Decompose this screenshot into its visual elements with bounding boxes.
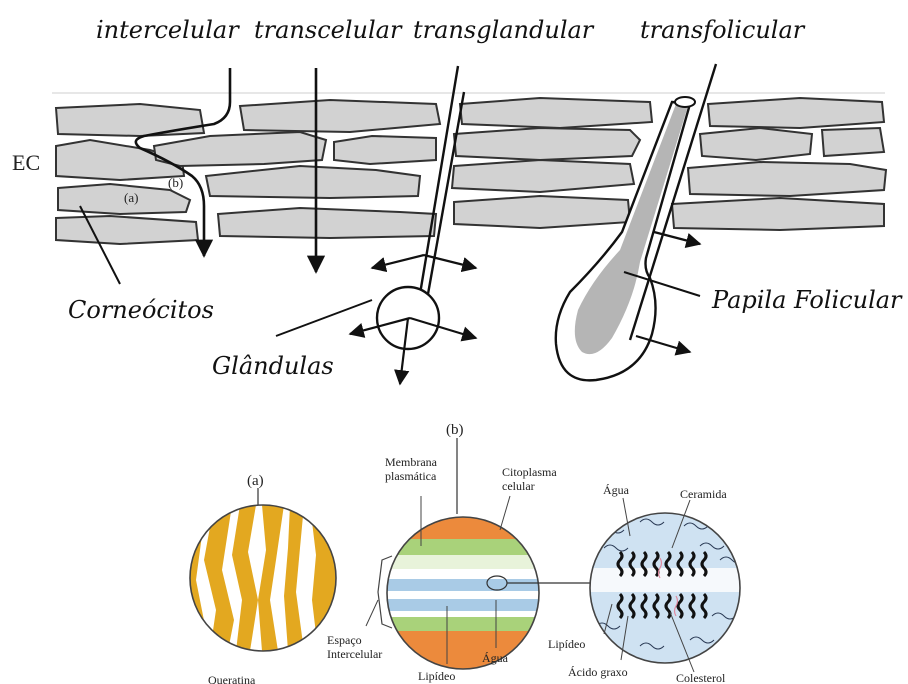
water-label-b: Água [482, 651, 509, 665]
inset-a-keratin: (a) Queratina [190, 473, 336, 684]
space-label-line1: Espaço [327, 633, 362, 647]
ceramide-label: Ceramida [680, 487, 727, 501]
marker-b-label: (b) [168, 175, 183, 190]
keratin-label: Queratina [208, 673, 256, 684]
water-label-c: Água [603, 483, 630, 497]
inset-a-title: (a) [247, 473, 264, 489]
arrow [372, 255, 424, 268]
corneocyte-cell [218, 208, 436, 238]
corneocyte-cell [154, 132, 326, 166]
corneocyte-cell [688, 162, 886, 196]
space-label-line2: Intercelular [327, 647, 382, 661]
stratum-corneum [52, 93, 886, 244]
route-intercellular-label: intercelular [96, 16, 240, 44]
corneocyte-cell [56, 216, 198, 244]
corneocyte-cell [240, 100, 440, 132]
corneocyte-cell [460, 98, 652, 128]
corneocyte-cell [454, 196, 630, 228]
follicle-opening [675, 97, 695, 107]
corneocyte-cell [700, 128, 812, 160]
space-leader [366, 600, 378, 626]
ec-label: EC [12, 150, 40, 175]
route-transcellular-label: transcelular [254, 16, 403, 44]
membrane-label-line1: Membrana [385, 455, 438, 469]
corneocyte-cell [56, 104, 204, 136]
gland-diffusion-arrows [350, 255, 476, 384]
route-transfollicular-label: transfolicular [640, 16, 806, 44]
corneocyte-cell [454, 128, 640, 160]
cytoplasm-label-line2: celular [502, 479, 535, 493]
fatty-acid-label: Ácido graxo [568, 665, 628, 679]
cholesterol-label: Colesterol [676, 671, 726, 684]
corneocyte-cell [822, 128, 884, 156]
inset-b-title: (b) [446, 422, 464, 438]
cytoplasm-label-line1: Citoplasma [502, 465, 557, 479]
marker-a-label: (a) [124, 190, 138, 205]
follicular-papilla-label: Papila Folicular [711, 286, 903, 314]
corneocyte-cell [452, 160, 634, 192]
corneocyte-cell [334, 136, 436, 164]
route-transglandular-label: transglandular [413, 16, 595, 44]
bilayer-content [590, 513, 744, 663]
lipid-label-b: Lipídeo [418, 669, 455, 683]
corneocyte-cells [56, 98, 886, 244]
lipid-label-c: Lipídeo [548, 637, 585, 651]
corneocytes-label: Corneócitos [68, 296, 214, 324]
corneocyte-cell [206, 166, 420, 198]
corneocyte-cell [708, 98, 884, 128]
cytoplasm-leader [500, 496, 510, 530]
membrane-label-line2: plasmática [385, 469, 437, 483]
glands-label: Glândulas [212, 352, 334, 380]
glands-leader [276, 300, 372, 336]
corneocyte-cell [672, 198, 884, 230]
